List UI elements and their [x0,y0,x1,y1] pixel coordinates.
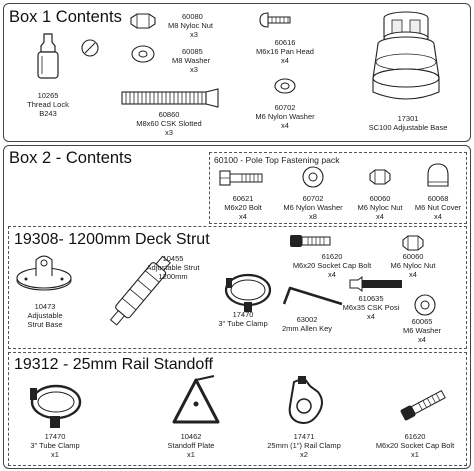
standoff-plate-icon [172,375,220,424]
no-symbol-icon [81,39,99,57]
tube-clamp-icon [224,273,272,312]
pan-head-bolt-icon [259,12,291,28]
socket-cap-bolt-icon [290,235,331,247]
adjustable-base-icon [372,11,440,100]
tube-clamp-icon [30,384,82,428]
pole-top-pack-panel [209,152,467,224]
nylon-washer-icon [302,166,324,188]
nyloc-nut-icon [369,169,391,185]
rail-standoff-title: 19312 - 25mm Rail Standoff [14,356,213,373]
deck-strut-title: 19308- 1200mm Deck Strut [14,231,210,248]
rail-standoff-panel [8,352,467,466]
csk-posi-bolt-icon [349,276,402,292]
nut-cover-icon [427,163,449,187]
pole-top-pack-title: 60100 - Pole Top Fastening pack [214,155,340,165]
strut-base-icon [16,255,72,291]
rail-clamp-icon [288,376,323,424]
box-1-title: Box 1 Contents [9,8,122,26]
nyloc-nut-icon [402,235,424,251]
csk-slotted-bolt-icon [121,88,219,108]
allen-key-icon [282,286,343,306]
nylon-washer-icon [274,78,296,94]
socket-cap-bolt-icon [400,389,446,421]
washer-icon [414,294,436,316]
box-2-title: Box 2 - Contents [9,149,132,167]
hex-bolt-icon [219,170,263,186]
washer-icon [131,45,155,63]
adjustable-strut-icon [109,255,171,326]
thread-lock-icon [37,33,59,79]
nyloc-nut-icon [130,13,156,29]
